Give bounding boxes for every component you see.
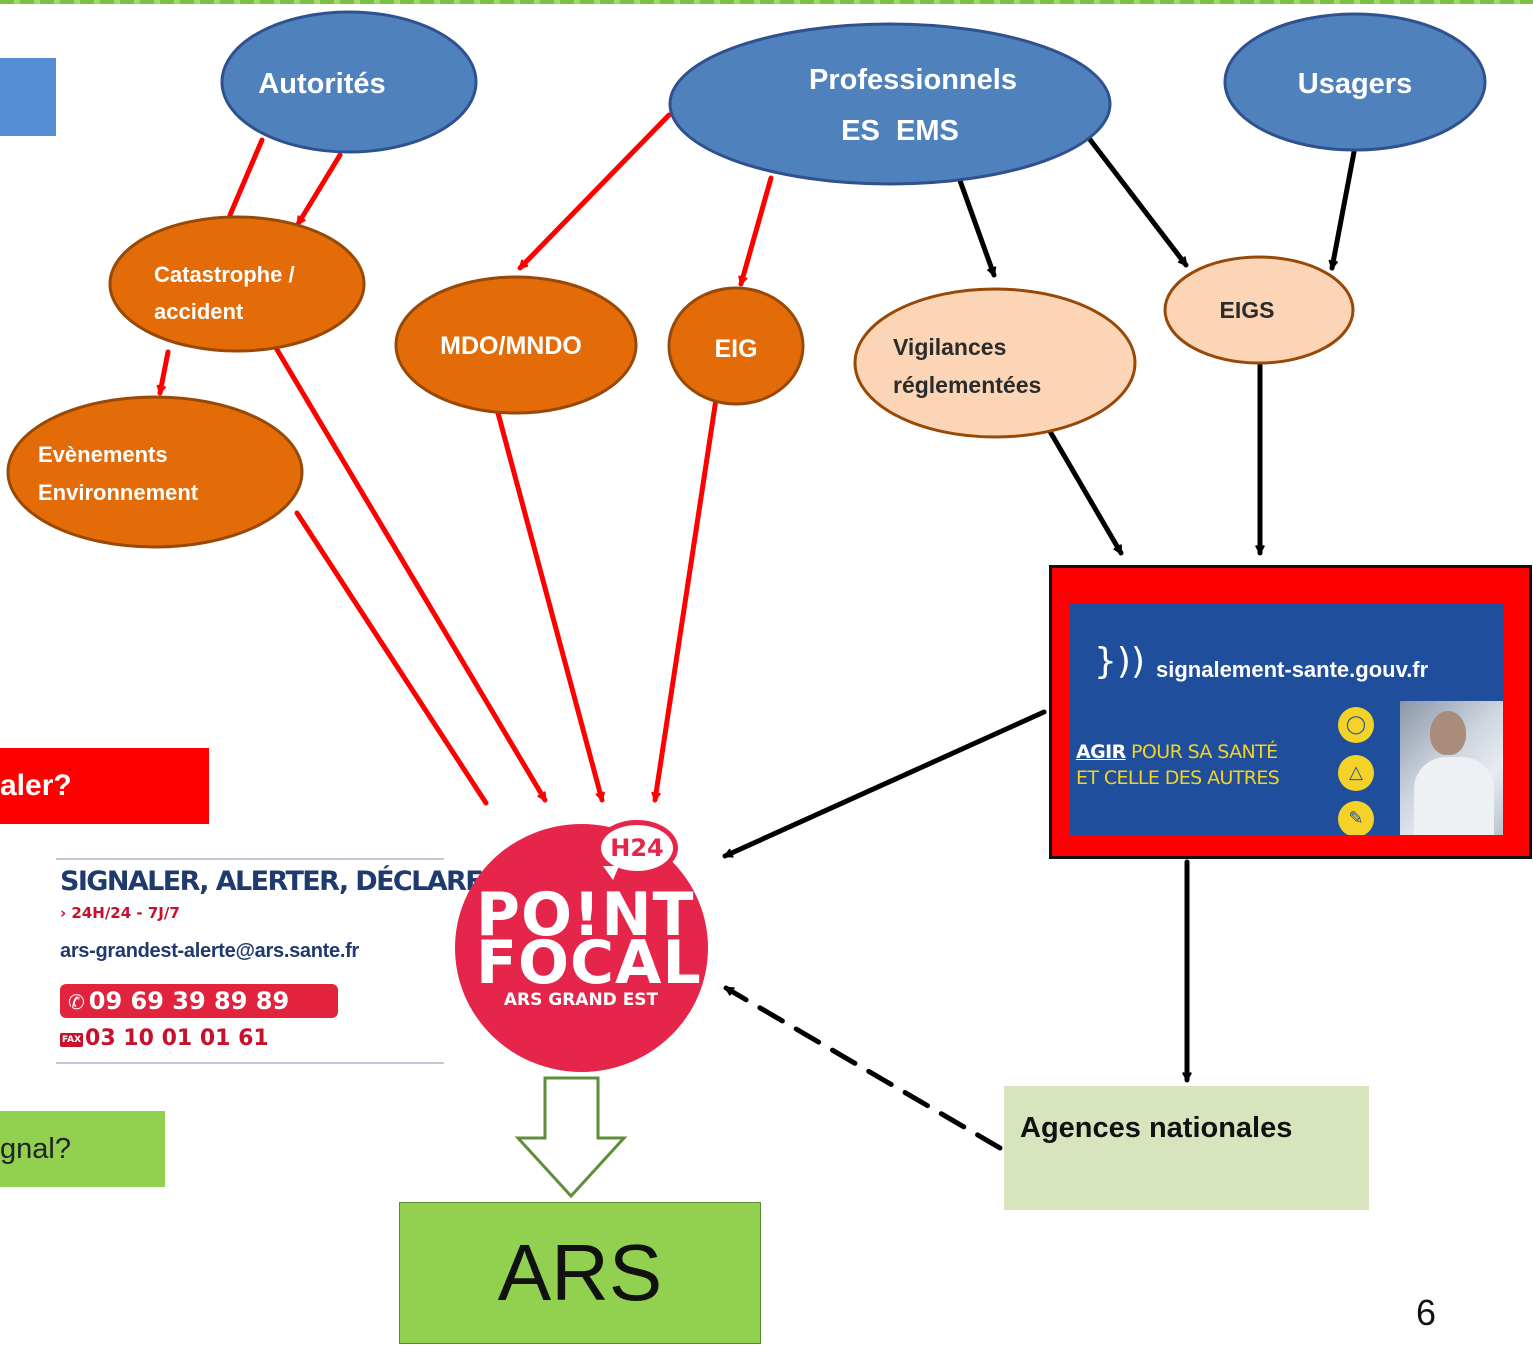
arrow-signalement-to-pointfocal [722,709,1047,859]
syringe-icon: ✎ [1338,801,1374,835]
label-vigilances-2: réglementées [893,372,1041,398]
bottle-icon: △ [1338,755,1374,791]
fax-icon: FAX [60,1033,84,1047]
label-professionnels-2: ES EMS [841,115,959,147]
page-number: 6 [1416,1292,1437,1333]
node-autorites [220,10,478,154]
arrow-mdo-to-pointfocal [495,410,602,803]
arrow-professionnels-to-vigilances [955,172,997,278]
red-banner-text: aler? [0,769,72,802]
signalement-line2: ET CELLE DES AUTRES [1076,767,1280,789]
label-eigs: EIGS [1220,297,1275,323]
blue-square-partial [0,58,56,136]
arrow-eig-to-pointfocal [655,383,721,803]
label-autorites: Autorités [258,68,385,100]
arrow-professionnels-to-eig [741,175,774,287]
node-evenements [6,395,304,549]
signalement-url: signalement-sante.gouv.fr [1156,657,1429,682]
node-eig [667,286,805,406]
arrow-usagers-to-eigs [1332,149,1357,271]
card-title: SIGNALER, ALERTER, DÉCLARER [60,866,503,897]
label-catastrophe-2: accident [154,299,244,324]
h24-badge: H24 [596,820,678,876]
nurse-body [1414,757,1494,835]
nurse-photo [1400,701,1503,835]
hollow-down-arrow [514,1076,628,1199]
label-vigilances-1: Vigilances [893,334,1006,360]
label-mdo: MDO/MNDO [440,332,582,360]
arrow-catastrophe-to-evenements [160,349,171,396]
agir-word: AGIR [1076,741,1126,763]
card-rule-top [56,858,444,860]
card-phone[interactable]: ✆09 69 39 89 89 [60,984,338,1018]
arrow-evenements-to-pointfocal [294,510,489,806]
source-nodes: Autorités Professionnels ES EMS Usagers [220,10,1487,186]
speaking-head-icon: })) [1094,641,1145,682]
nurse-head [1430,711,1466,755]
event-nodes: Catastrophe / accident Evènements Enviro… [6,215,1355,549]
red-banner-partial: aler? [0,748,209,824]
arrow-autorites-to-catastrophe [295,152,343,227]
red-arrows [160,112,774,806]
label-evenements-2: Environnement [38,480,199,505]
arrow-autorites-left [227,137,265,218]
black-arrows [722,134,1357,1151]
label-professionnels-1: Professionnels [809,64,1017,96]
arrow-catastrophe-to-pointfocal [273,345,548,803]
arrow-professionnels-to-mdo [517,112,672,271]
signalement-line1: AGIR POUR SA SANTÉ [1076,741,1278,763]
point-focal-line3: ARS GRAND EST [503,990,659,1010]
card-phone-number: 09 69 39 89 89 [88,987,290,1015]
agences-nationales-box: Agences nationales [1004,1086,1369,1210]
label-usagers: Usagers [1298,68,1412,100]
signalement-panel[interactable]: })) signalement-sante.gouv.fr AGIR POUR … [1070,603,1503,835]
card-email[interactable]: ars-grandest-alerte@ars.sante.fr [60,940,359,962]
node-professionnels [668,22,1112,186]
arrow-vigilances-to-signalement [1045,425,1124,556]
ars-label: ARS [497,1228,663,1317]
arrow-agences-to-pointfocal-dashed [723,985,1003,1151]
green-banner-partial: gnal? [0,1111,165,1187]
top-border [0,0,1533,4]
label-eig: EIG [714,335,757,363]
node-mdo [394,275,638,415]
label-evenements-1: Evènements [38,442,168,467]
point-focal-line2: FOCAL [476,928,702,998]
node-vigilances [853,287,1137,439]
card-hours: › 24H/24 - 7J/7 [60,904,180,922]
h24-badge-tail [603,866,619,880]
point-focal-line1: PO!NT [476,880,695,950]
node-eigs [1163,255,1355,365]
agences-label: Agences nationales [1020,1112,1293,1144]
arrow-professionnels-to-eigs [1085,134,1189,268]
card-fax-number: 03 10 01 01 61 [85,1026,269,1051]
card-rule-bottom [56,1062,444,1064]
green-banner-text: gnal? [0,1133,71,1165]
signalement-line1-rest: POUR SA SANTÉ [1125,741,1278,763]
phone-icon: ✆ [68,990,85,1014]
label-catastrophe-1: Catastrophe / [154,262,295,287]
signaler-card: SIGNALER, ALERTER, DÉCLARER › 24H/24 - 7… [56,858,503,1064]
ars-box: ARS [399,1202,761,1344]
pill-icon: ◯ [1338,707,1374,743]
node-usagers [1223,12,1487,152]
node-catastrophe [108,215,366,353]
